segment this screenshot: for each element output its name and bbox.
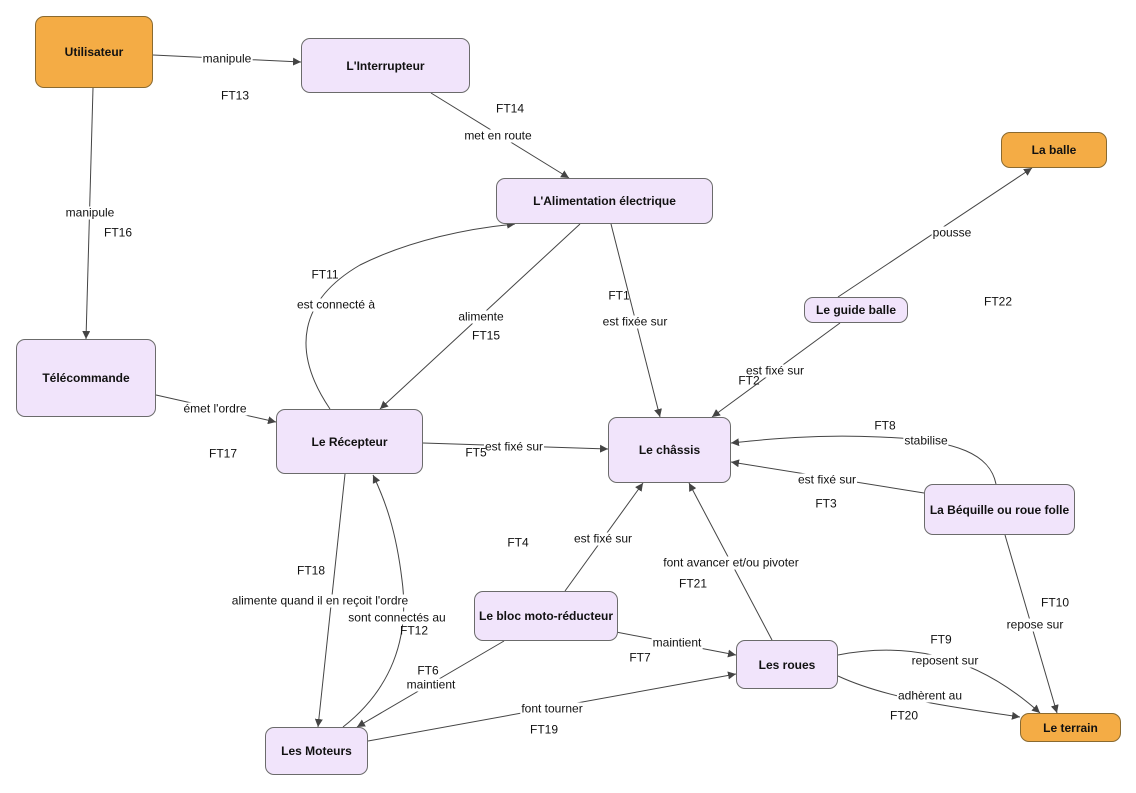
function-tag-ft17: FT17 (208, 446, 238, 461)
edge-label-est-fixe-sur-bloc: est fixé sur (572, 531, 634, 546)
function-tag-ft10: FT10 (1040, 595, 1070, 610)
edge-label-est-fixee-sur: est fixée sur (601, 314, 669, 329)
edge-label-repose-sur: repose sur (1005, 617, 1065, 632)
edge-label-alimente: alimente (457, 309, 505, 324)
function-tag-ft20: FT20 (889, 708, 919, 723)
edge-label-est-fixe-sur-recepteur: est fixé sur (483, 439, 545, 454)
function-tag-ft12: FT12 (399, 623, 429, 638)
edge-label-font-tourner: font tourner (520, 701, 584, 716)
function-tag-ft7: FT7 (629, 650, 651, 665)
node-bloc-moto-reducteur: Le bloc moto-réducteur (474, 591, 618, 641)
function-tag-ft14: FT14 (495, 101, 525, 116)
function-tag-ft19: FT19 (529, 722, 559, 737)
edge-label-adherent-au: adhèrent au (896, 688, 964, 703)
node-chassis: Le châssis (608, 417, 731, 483)
function-tag-ft4: FT4 (507, 535, 529, 550)
edge-label-manipule: manipule (201, 51, 253, 66)
function-tag-ft1: FT1 (608, 288, 630, 303)
edge-recepteur-alimentation (305, 220, 516, 410)
node-alimentation: L'Alimentation électrique (496, 178, 713, 224)
edge-label-est-fixe-sur-bequille: est fixé sur (796, 472, 858, 487)
node-guide-balle: Le guide balle (804, 297, 908, 323)
node-interrupteur: L'Interrupteur (301, 38, 470, 93)
edge-label-est-connecte-a: est connecté à (295, 297, 377, 312)
function-tag-ft2: FT2 (738, 373, 760, 388)
function-tag-ft8: FT8 (874, 418, 896, 433)
edge-label-stabilise: stabilise (903, 433, 949, 448)
function-tag-ft9: FT9 (930, 632, 952, 647)
node-moteurs: Les Moteurs (265, 727, 368, 775)
function-tag-ft13: FT13 (220, 88, 250, 103)
edge-bequille-chassis-stabilise (730, 435, 997, 485)
node-recepteur: Le Récepteur (276, 409, 423, 474)
node-terrain: Le terrain (1020, 713, 1121, 742)
node-roues: Les roues (736, 640, 838, 689)
edge-label-emet-l-ordre: émet l'ordre (182, 401, 248, 416)
function-tag-ft5: FT5 (465, 445, 487, 460)
edge-label-est-fixe-sur-guide: est fixé sur (744, 363, 806, 378)
function-tag-ft15: FT15 (471, 328, 501, 343)
function-tag-ft6: FT6 (417, 663, 439, 678)
edge-label-manipule-2: manipule (64, 205, 116, 220)
function-tag-ft11: FT11 (311, 267, 339, 282)
edge-label-sont-connectes-au: sont connectés au (347, 610, 447, 625)
function-tag-ft21: FT21 (678, 576, 708, 591)
node-telecommande: Télécommande (16, 339, 156, 417)
edge-label-met-en-route: met en route (463, 128, 533, 143)
edge-label-reposent-sur: reposent sur (910, 653, 980, 668)
edge-label-pousse: pousse (931, 225, 973, 240)
function-tag-ft16: FT16 (103, 225, 133, 240)
edge-label-font-avancer: font avancer et/ou pivoter (662, 555, 800, 570)
node-balle: La balle (1001, 132, 1107, 168)
node-utilisateur: Utilisateur (35, 16, 153, 88)
function-tag-ft22: FT22 (983, 294, 1013, 309)
edge-label-maintient-2: maintient (405, 677, 457, 692)
edge-moteurs-recepteur (342, 474, 405, 728)
edge-label-alimente-ordre: alimente quand il en reçoit l'ordre (230, 593, 410, 608)
node-bequille: La Béquille ou roue folle (924, 484, 1075, 535)
edge-label-maintient: maintient (651, 635, 703, 650)
function-tag-ft3: FT3 (815, 496, 837, 511)
function-tag-ft18: FT18 (296, 563, 326, 578)
